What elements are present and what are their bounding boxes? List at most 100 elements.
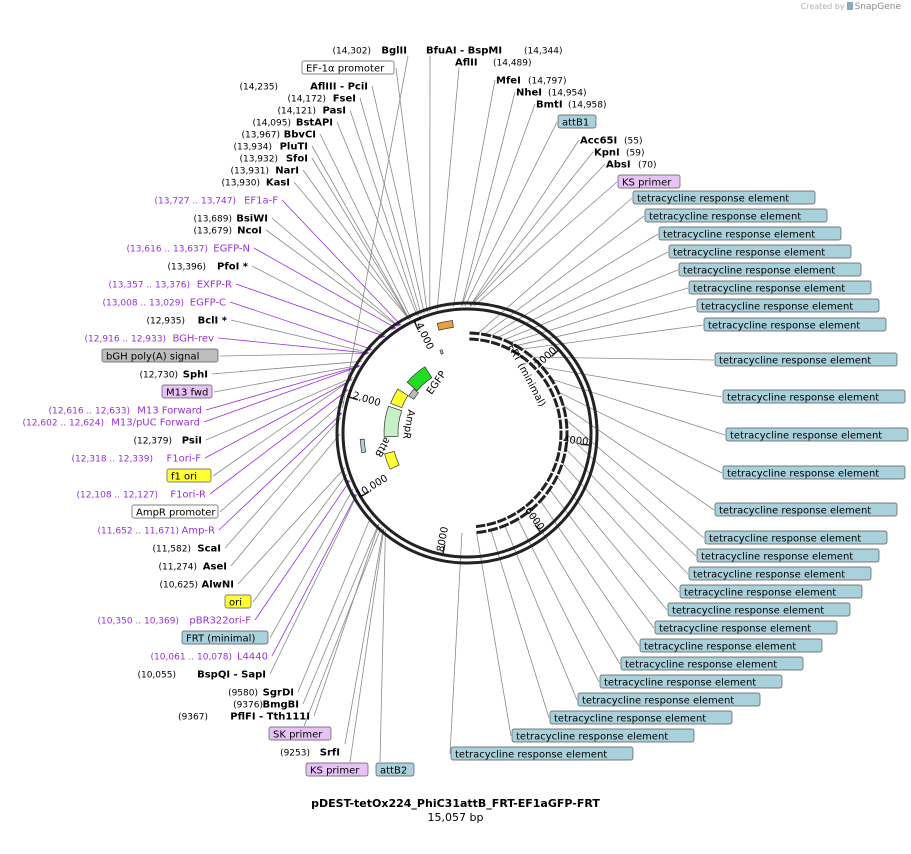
feature-name: tetracycline response element xyxy=(683,266,835,277)
tre-arc xyxy=(552,397,559,408)
leader-line xyxy=(470,163,606,307)
left-label-enzyme: AflIII - PciI(14,235) xyxy=(239,82,368,93)
leader-line xyxy=(269,495,357,675)
tre-arc xyxy=(498,522,510,530)
tre-arc xyxy=(480,338,490,344)
primer-coord: (12,916 .. 12,933) xyxy=(85,335,166,345)
feature-box xyxy=(450,746,634,761)
enzyme-name: NarI xyxy=(275,166,299,177)
right-label-feature: tetracycline response element xyxy=(678,262,862,277)
feature-name: tetracycline response element xyxy=(719,506,871,517)
right-label-feature: tetracycline response element xyxy=(632,190,816,205)
primer-name: M13/pUC Forward xyxy=(111,418,200,429)
left-label-primer: EF1a-F(13,727 .. 13,747) xyxy=(155,196,279,207)
left-label-feature: ori xyxy=(224,594,252,609)
enzyme-name: BbvCI xyxy=(284,130,316,141)
leader-line xyxy=(269,488,354,639)
credit-prefix: Created by xyxy=(800,2,845,11)
enzyme-name: MfeI xyxy=(496,76,521,87)
left-label-enzyme: PfoI *(13,396) xyxy=(167,262,248,273)
enzyme-coord: (9367) xyxy=(178,713,208,723)
feature-name: f1 ori xyxy=(171,472,197,483)
left-label-feature: SK primer xyxy=(268,726,332,741)
ampr-arrow xyxy=(383,405,403,438)
enzyme-name: BstAPI xyxy=(296,118,333,129)
feature-name: tetracycline response element xyxy=(554,714,706,725)
primer-coord: (13,616 .. 13,637) xyxy=(127,245,208,255)
left-label-feature: f1 ori xyxy=(166,468,212,483)
primer-name: F1ori-R xyxy=(170,490,206,501)
plasmid-backbone xyxy=(335,301,599,565)
tre-arc xyxy=(551,474,559,486)
tick-label: 14,000 xyxy=(410,315,435,351)
primer-coord: (12,616 .. 12,633) xyxy=(49,407,130,417)
enzyme-coord: (13,689) xyxy=(193,215,232,225)
tre-arc xyxy=(513,343,524,352)
tick-mark xyxy=(534,524,542,534)
primer-coord: (10,350 .. 10,369) xyxy=(98,617,179,627)
right-label-feature: tetracycline response element xyxy=(549,710,733,725)
enzyme-coord: (9376) xyxy=(233,701,263,711)
tre-arc xyxy=(548,387,556,398)
feature-name: tetracycline response element xyxy=(719,356,871,367)
leader-line xyxy=(313,524,380,717)
left-label-feature: FRT (minimal) xyxy=(181,630,269,645)
leader-line xyxy=(359,97,422,315)
leader-line xyxy=(449,532,463,755)
enzyme-name: BglII xyxy=(381,46,407,57)
tre-arc xyxy=(500,344,511,351)
enzyme-coord: (14,797) xyxy=(528,77,567,87)
left-label-feature: M13 fwd xyxy=(161,384,213,399)
right-label-feature: tetracycline response element xyxy=(704,530,888,545)
primer-name: F1ori-F xyxy=(167,454,202,465)
tre-arc xyxy=(510,348,521,357)
feature-box xyxy=(654,620,838,635)
feature-box xyxy=(696,548,880,563)
tick-mark xyxy=(580,443,591,446)
tre-arc xyxy=(532,357,542,367)
leader-line xyxy=(281,199,401,326)
feature-name: tetracycline response element xyxy=(455,750,607,761)
primer-name: M13 Forward xyxy=(137,406,202,417)
feature-box xyxy=(704,530,888,545)
tick-mark xyxy=(550,349,560,358)
feature-box xyxy=(714,502,898,517)
enzyme-coord: (59) xyxy=(626,149,644,159)
tre-arc xyxy=(480,332,492,338)
tre-arc xyxy=(528,361,538,371)
leader-line xyxy=(484,215,645,335)
feature-box xyxy=(101,348,219,363)
feature-name: tetracycline response element xyxy=(673,248,825,259)
tre-arc xyxy=(525,498,535,508)
enzyme-name: KpnI xyxy=(594,148,620,159)
enzyme-coord: (14,958) xyxy=(568,101,607,111)
enzyme-coord: (10,055) xyxy=(137,671,176,681)
feature-name: tetracycline response element xyxy=(693,570,845,581)
left-label-enzyme: BclI *(12,935) xyxy=(146,316,227,327)
right-label-feature: tetracycline response element xyxy=(714,352,898,367)
enzyme-coord: (14,235) xyxy=(239,83,278,93)
feature-name: tetracycline response element xyxy=(649,212,801,223)
leader-line xyxy=(302,169,410,320)
left-label-feature: bGH poly(A) signal xyxy=(101,348,219,363)
feature-name: tetracycline response element xyxy=(693,284,845,295)
feature-name: tetracycline response element xyxy=(708,321,860,332)
leader-line xyxy=(302,523,379,705)
tre-arc xyxy=(519,354,530,363)
tre-arc xyxy=(546,472,554,483)
leader-line xyxy=(562,462,680,593)
enzyme-coord: (14,954) xyxy=(548,89,587,99)
feature-name: tetracycline response element xyxy=(727,469,879,480)
left-label-feature: KS primer xyxy=(305,762,369,777)
feature-box xyxy=(688,566,872,581)
enzyme-name: KasI xyxy=(266,178,290,189)
leader-line xyxy=(297,516,372,693)
leader-line xyxy=(461,103,536,307)
tick-label: 12,000 xyxy=(345,389,382,410)
primer-name: Amp-R xyxy=(182,526,216,537)
right-label-feature: KS primer xyxy=(617,174,681,189)
